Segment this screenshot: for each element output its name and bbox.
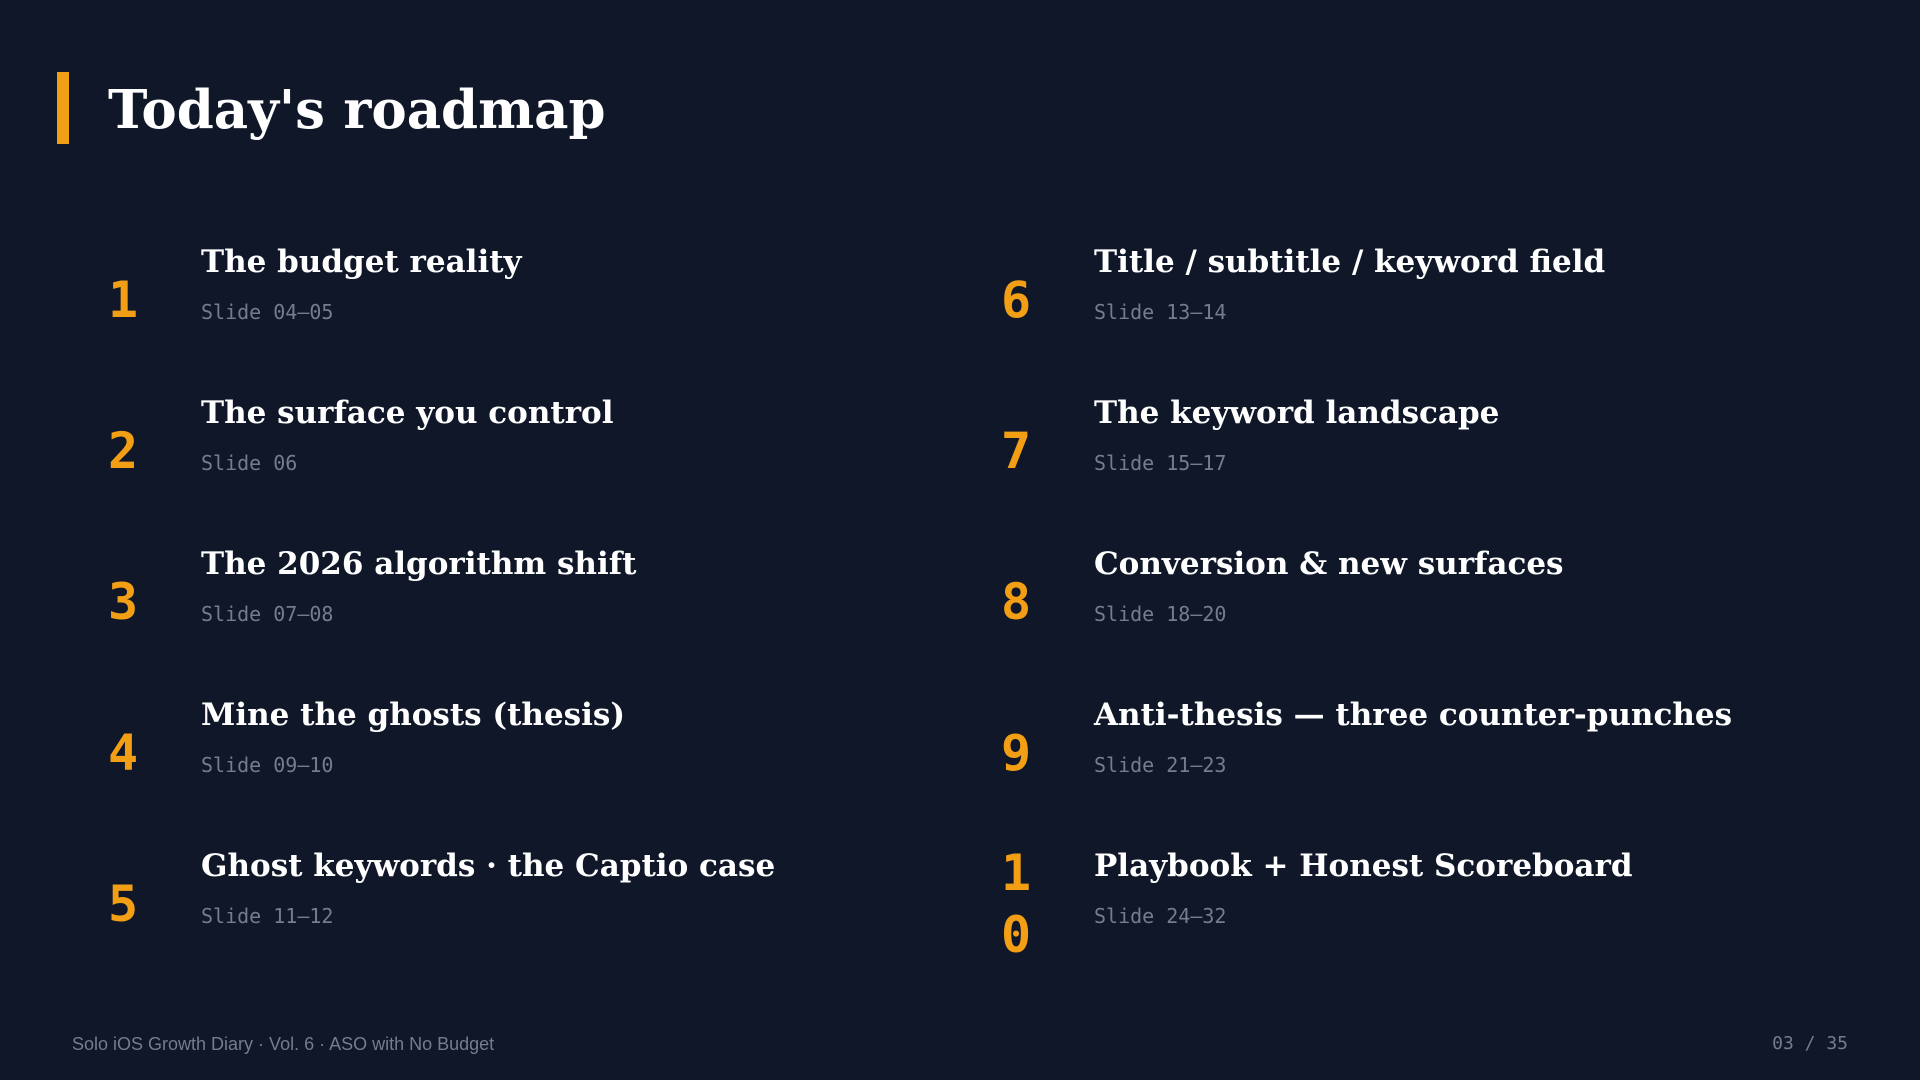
roadmap-item-6: 6 Title / subtitle / keyword field Slide…	[1001, 240, 1801, 360]
page-counter: 03 / 35	[1772, 1033, 1848, 1054]
roadmap-item-title: The budget reality	[201, 244, 522, 280]
roadmap-item-title: Ghost keywords · the Captio case	[201, 848, 776, 884]
roadmap-item-title: The surface you control	[201, 395, 614, 431]
roadmap-item-slides: Slide 11–12	[201, 904, 334, 928]
roadmap-item-number: 6	[1001, 271, 1032, 329]
roadmap-item-4: 4 Mine the ghosts (thesis) Slide 09–10	[108, 693, 908, 813]
roadmap-item-number: 5	[108, 875, 139, 933]
roadmap-item-title: Playbook + Honest Scoreboard	[1094, 848, 1633, 884]
roadmap-item-number: 10	[1001, 844, 1032, 964]
roadmap-item-number: 2	[108, 422, 139, 480]
roadmap-item-10: 10 Playbook + Honest Scoreboard Slide 24…	[1001, 844, 1801, 964]
footer-deck-name: Solo iOS Growth Diary · Vol. 6 · ASO wit…	[72, 1034, 495, 1054]
roadmap-item-number: 3	[108, 573, 139, 631]
roadmap-item-slides: Slide 21–23	[1094, 753, 1227, 777]
roadmap-item-title: The 2026 algorithm shift	[201, 546, 637, 582]
roadmap-item-slides: Slide 09–10	[201, 753, 334, 777]
roadmap-item-slides: Slide 24–32	[1094, 904, 1227, 928]
roadmap-item-number: 8	[1001, 573, 1032, 631]
roadmap-item-number: 4	[108, 724, 139, 782]
roadmap-item-1: 1 The budget reality Slide 04–05	[108, 240, 908, 360]
roadmap-item-slides: Slide 13–14	[1094, 300, 1227, 324]
roadmap-item-title: Mine the ghosts (thesis)	[201, 697, 626, 733]
title-accent-bar	[57, 72, 69, 144]
roadmap-item-number: 7	[1001, 422, 1032, 480]
roadmap-item-slides: Slide 04–05	[201, 300, 334, 324]
roadmap-item-8: 8 Conversion & new surfaces Slide 18–20	[1001, 542, 1801, 662]
roadmap-item-title: Anti-thesis — three counter-punches	[1094, 697, 1733, 733]
roadmap-item-slides: Slide 15–17	[1094, 451, 1227, 475]
roadmap-item-slides: Slide 18–20	[1094, 602, 1227, 626]
roadmap-item-3: 3 The 2026 algorithm shift Slide 07–08	[108, 542, 908, 662]
roadmap-item-7: 7 The keyword landscape Slide 15–17	[1001, 391, 1801, 511]
roadmap-item-number: 9	[1001, 724, 1032, 782]
roadmap-item-slides: Slide 06	[201, 451, 298, 475]
roadmap-item-2: 2 The surface you control Slide 06	[108, 391, 908, 511]
roadmap-item-5: 5 Ghost keywords · the Captio case Slide…	[108, 844, 908, 964]
roadmap-item-title: Title / subtitle / keyword field	[1094, 244, 1606, 280]
roadmap-item-9: 9 Anti-thesis — three counter-punches Sl…	[1001, 693, 1801, 813]
roadmap-item-number: 1	[108, 271, 139, 329]
roadmap-item-slides: Slide 07–08	[201, 602, 334, 626]
roadmap-item-title: The keyword landscape	[1094, 395, 1500, 431]
roadmap-item-title: Conversion & new surfaces	[1094, 546, 1564, 582]
page-title: Today's roadmap	[108, 79, 606, 141]
